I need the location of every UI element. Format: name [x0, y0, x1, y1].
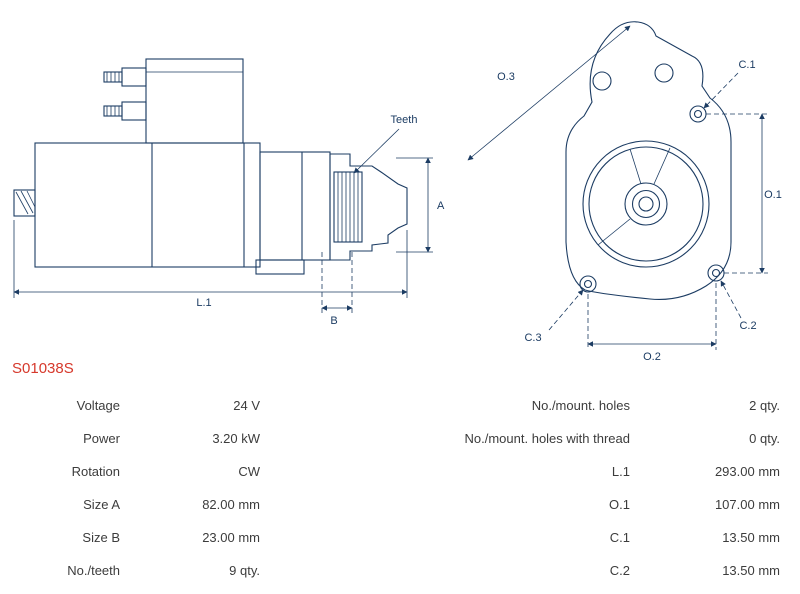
dim-label-o2: O.2	[643, 351, 661, 363]
spec-label-size-b: Size B	[82, 530, 120, 545]
dim-label-teeth: Teeth	[391, 114, 418, 126]
dim-label-c1: C.1	[738, 59, 755, 71]
spec-label-mount-holes-thread: No./mount. holes with thread	[464, 431, 630, 446]
dim-label-a: A	[437, 200, 445, 212]
spec-value-c1: 13.50 mm	[722, 530, 780, 545]
dim-label-c2: C.2	[739, 320, 756, 332]
spec-label-voltage: Voltage	[76, 398, 120, 413]
dim-label-l1: L.1	[196, 297, 211, 309]
spec-label-teeth: No./teeth	[67, 563, 120, 578]
spec-value-voltage: 24 V	[233, 398, 260, 413]
spec-label-power: Power	[83, 431, 120, 446]
spec-value-power: 3.20 kW	[212, 431, 260, 446]
spec-label-c2: C.2	[609, 563, 630, 578]
spec-label-c1: C.1	[609, 530, 630, 545]
spec-value-l1: 293.00 mm	[714, 464, 780, 479]
starter-front-view: O.3 C.1 O.1 C.2 C.3 O.2	[467, 21, 782, 363]
spec-value-mount-holes-thread: 0 qty.	[749, 431, 780, 446]
spec-value-size-b: 23.00 mm	[202, 530, 260, 545]
dim-label-c3: C.3	[524, 332, 541, 344]
spec-label-size-a: Size A	[83, 497, 120, 512]
dim-label-b: B	[330, 315, 337, 327]
starter-side-view: L.1 B A Teeth	[13, 58, 445, 327]
technical-drawing: L.1 B A Teeth	[13, 21, 782, 363]
dim-label-o1: O.1	[764, 189, 782, 201]
spec-value-teeth: 9 qty.	[229, 563, 260, 578]
spec-value-mount-holes: 2 qty.	[749, 398, 780, 413]
part-number: S01038S	[12, 360, 74, 377]
spec-label-mount-holes: No./mount. holes	[531, 398, 630, 413]
spec-value-o1: 107.00 mm	[714, 497, 780, 512]
spec-label-l1: L.1	[611, 464, 630, 479]
spec-table: Voltage 24 V No./mount. holes 2 qty. Pow…	[10, 390, 790, 586]
spec-value-size-a: 82.00 mm	[202, 497, 260, 512]
spec-value-rotation: CW	[238, 464, 260, 479]
spec-value-c2: 13.50 mm	[722, 563, 780, 578]
dim-label-o3: O.3	[497, 71, 515, 83]
spec-label-rotation: Rotation	[71, 464, 120, 479]
spec-label-o1: O.1	[609, 497, 630, 512]
